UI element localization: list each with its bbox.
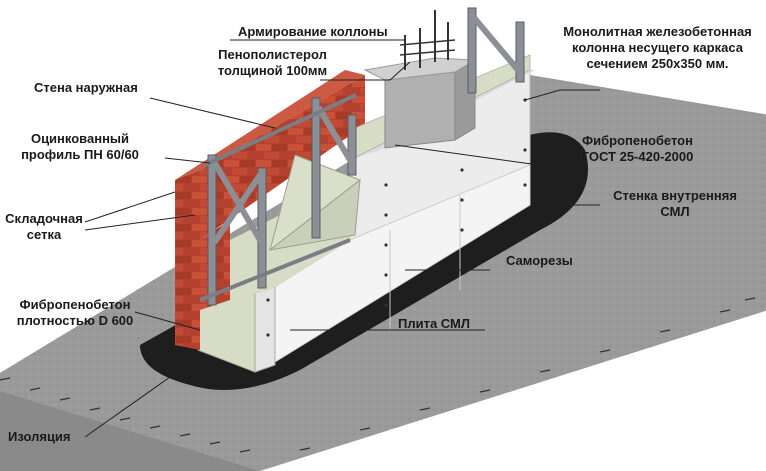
- label-outer-wall: Стена наружная: [34, 80, 138, 95]
- ground-slab-edge: [0, 391, 260, 471]
- label-polystyrene-line2: толщиной 100мм: [217, 63, 328, 78]
- label-inner-wall: Стенка внутренняя СМЛ: [595, 188, 755, 220]
- screws: [266, 98, 527, 337]
- label-mesh: Складочная сетка: [0, 211, 88, 243]
- label-column-reinforcement: Армирование коллоны: [238, 24, 388, 39]
- label-fiber-foam-gost-line2: ГОСТ 25-420-2000: [581, 149, 694, 164]
- label-fiber-foam-gost: Фибропенобетон ГОСТ 25-420-2000: [565, 133, 710, 165]
- steel-tracks: [199, 93, 357, 302]
- brick-wall-front: [175, 170, 200, 350]
- steel-braces: [211, 15, 523, 245]
- column-front: [384, 71, 456, 149]
- label-monolithic-column: Монолитная железобетонная колонна несуще…: [555, 24, 760, 72]
- steel-profiles: [207, 7, 525, 306]
- label-fiber-foam-density-line1: Фибропенобетон: [19, 297, 131, 312]
- label-fiber-foam-density: Фибропенобетон плотностью D 600: [10, 297, 140, 329]
- label-mesh-line2: сетка: [26, 227, 62, 242]
- label-inner-wall-line1: Стенка внутренняя: [613, 188, 737, 203]
- label-galvanized-profile-line1: Оцинкованный: [30, 131, 130, 146]
- label-polystyrene-line1: Пенополистерол: [218, 47, 327, 62]
- label-galvanized-profile: Оцинкованный профиль ПН 60/60: [0, 131, 160, 163]
- label-mesh-line1: Складочная: [5, 211, 83, 226]
- label-screws: Саморезы: [506, 253, 573, 268]
- label-monolithic-column-line1: Монолитная железобетонная: [563, 24, 752, 39]
- column-rebar: [399, 10, 456, 70]
- column-top: [363, 57, 477, 81]
- leader-lines: [84, 39, 600, 438]
- label-monolithic-column-line3: сечением 250х350 мм.: [586, 56, 729, 71]
- label-inner-wall-line2: СМЛ: [660, 204, 690, 219]
- label-insulation: Изоляция: [8, 429, 71, 444]
- label-sml-board: Плита СМЛ: [398, 316, 470, 331]
- label-galvanized-profile-line2: профиль ПН 60/60: [21, 147, 139, 162]
- label-polystyrene: Пенополистерол толщиной 100мм: [215, 47, 330, 79]
- label-fiber-foam-density-line2: плотностью D 600: [16, 313, 134, 328]
- label-monolithic-column-line2: колонна несущего каркаса: [572, 40, 743, 55]
- label-fiber-foam-gost-line1: Фибропенобетон: [582, 133, 693, 148]
- slab-rebar: [0, 297, 756, 453]
